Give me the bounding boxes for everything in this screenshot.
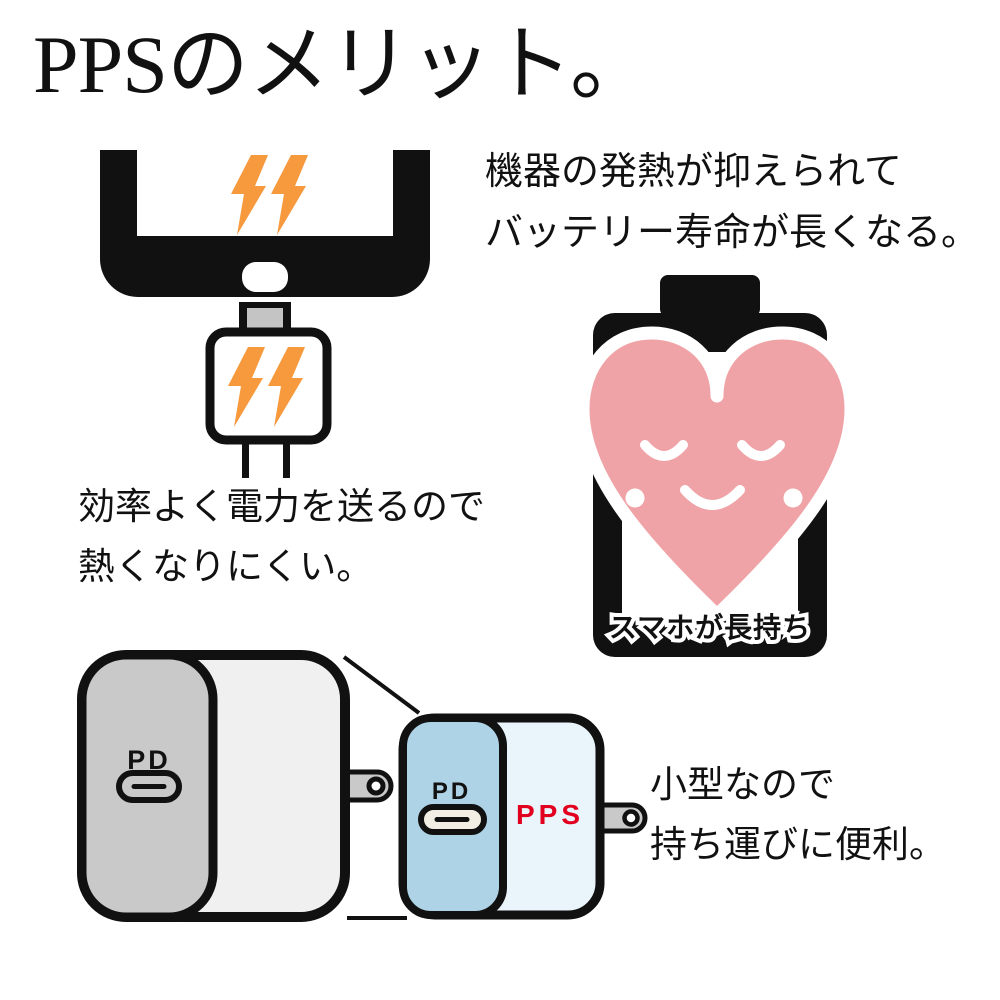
efficiency-text: 効率よく電力を送るので 熱くなりにくい。 [78, 478, 485, 598]
portability-text-line2: 持ち運びに便利。 [650, 825, 946, 866]
closed-eye-right [737, 440, 785, 461]
small-charger-pd-label: PD [431, 778, 472, 805]
smile-mouth [680, 485, 745, 510]
smartphone-icon [100, 150, 430, 297]
happy-battery-illustration [576, 275, 858, 657]
phone-screen [137, 150, 393, 236]
cheek-dot-left [625, 488, 645, 508]
efficiency-text-line2: 熱くなりにくい。 [78, 547, 374, 588]
cheek-dot-right [783, 488, 803, 508]
big-pd-charger-icon [77, 650, 394, 922]
small-pps-charger-icon [398, 713, 648, 920]
battery-caption: スマホが長持ち スマホが長持ち [593, 606, 827, 647]
battery-life-text-line1: 機器の発熱が抑えられて [485, 151, 902, 193]
relaxed-heart-face-icon [576, 326, 858, 622]
plug-prong-icon [242, 438, 249, 478]
big-charger-pd-label: PD [127, 745, 171, 775]
battery-life-text-line2: バッテリー寿命が長くなる。 [485, 212, 980, 254]
closed-eye-left [640, 440, 688, 461]
small-charger-pps-label: PPS [515, 799, 585, 830]
prong-hole [622, 809, 640, 827]
heart-shape [576, 326, 858, 622]
comparison-connector-line-top [342, 655, 421, 715]
efficiency-text-line1: 効率よく電力を送るので [78, 487, 485, 528]
battery-life-text: 機器の発熱が抑えられて バッテリー寿命が長くなる。 [485, 142, 979, 264]
portability-text: 小型なので 持ち運びに便利。 [650, 756, 946, 876]
usb-charger-icon [205, 302, 332, 478]
plug-prong-icon [283, 438, 290, 478]
battery-terminal [660, 275, 760, 317]
portability-text-line1: 小型なので [650, 765, 835, 806]
prong-hole [366, 776, 386, 796]
page-title: PPSのメリット。 [33, 19, 652, 110]
battery-caption-outline: スマホが長持ち [605, 608, 814, 647]
charger-comparison-illustration [77, 650, 648, 922]
phone-charge-port [242, 262, 288, 292]
battery-caption-text: スマホが長持ち [608, 612, 812, 643]
phone-charging-illustration [100, 150, 430, 478]
